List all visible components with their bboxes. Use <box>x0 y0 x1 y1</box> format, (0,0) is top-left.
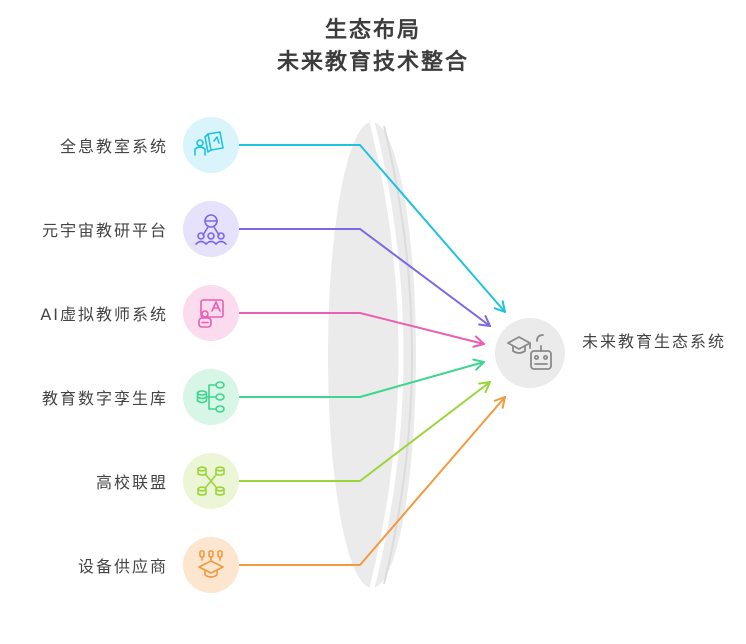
connector-layer <box>236 144 506 566</box>
metaverse-people-icon <box>195 214 227 245</box>
source-label-6: 设备供应商 <box>77 557 168 576</box>
network-nodes-icon <box>197 466 225 496</box>
education-robot-icon <box>507 334 552 370</box>
arrowhead-2 <box>478 315 491 327</box>
source-label-4: 教育数字孪生库 <box>41 389 168 408</box>
arrowhead-3 <box>472 335 485 348</box>
connector-5 <box>236 381 491 482</box>
source-label-5: 高校联盟 <box>95 473 168 492</box>
source-label-3: AI虚拟教师系统 <box>40 305 168 324</box>
source-node-2 <box>183 201 239 257</box>
connector-4 <box>236 361 485 398</box>
hologram-classroom-icon <box>194 131 224 156</box>
lens-shape <box>328 121 416 589</box>
source-node-3 <box>183 285 239 341</box>
target-label: 未来教育生态系统 <box>582 332 727 351</box>
source-label-2: 元宇宙教研平台 <box>41 221 168 240</box>
diagram-title: 生态布局 未来教育技术整合 <box>0 14 746 78</box>
arrowhead-4 <box>472 358 485 371</box>
arrowhead-5 <box>478 381 491 394</box>
ai-teacher-icon <box>198 299 224 328</box>
source-node-1 <box>183 117 239 173</box>
arrowhead-1 <box>493 300 506 313</box>
connector-3 <box>236 312 485 345</box>
title-line-1: 生态布局 <box>324 17 421 43</box>
database-tree-icon <box>196 381 225 413</box>
source-label-1: 全息教室系统 <box>59 137 168 156</box>
supplier-graduation-icon <box>198 550 224 578</box>
connector-1 <box>236 144 506 313</box>
source-node-6 <box>183 537 239 593</box>
connector-6 <box>236 396 506 566</box>
title-line-2: 未来教育技术整合 <box>276 49 469 75</box>
target-node <box>495 318 565 388</box>
connector-2 <box>236 228 491 327</box>
arrowhead-6 <box>493 396 506 409</box>
source-node-layer <box>183 117 239 593</box>
